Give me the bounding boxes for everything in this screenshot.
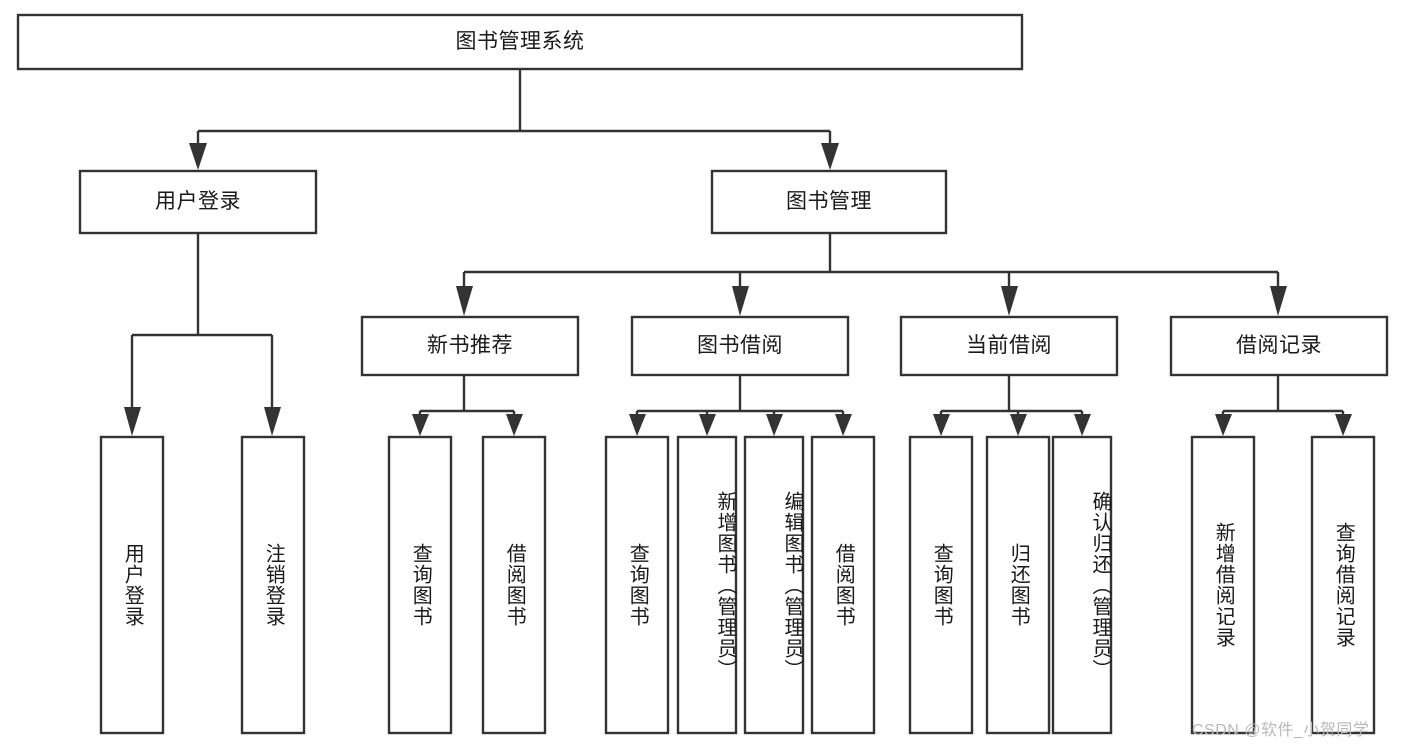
node-level2-box-0[interactable] (78, 169, 318, 235)
edges-bookborrow-to-leaves (629, 375, 852, 436)
node-leaf-box-7[interactable] (810, 435, 876, 735)
arrow-head-currentborrow-confirm (1074, 414, 1091, 436)
arrow-head-book-borrow (732, 286, 749, 316)
arrow-head-borrowrecord-query (1335, 414, 1352, 436)
node-leaf-box-8[interactable] (908, 435, 974, 735)
node-level3-box-2[interactable] (899, 315, 1119, 377)
edges-userlogin-to-leaves (124, 233, 281, 436)
node-leaf-box-10[interactable] (1051, 435, 1113, 735)
node-leaf-box-9[interactable] (985, 435, 1051, 735)
arrow-head-borrow-record (1270, 286, 1287, 316)
node-leaf-box-12[interactable] (1310, 435, 1376, 735)
node-leaf-box-5[interactable] (676, 435, 738, 735)
node-leaf-box-3[interactable] (481, 435, 547, 735)
arrow-head-new-book (456, 286, 473, 316)
edges-bookmanage-to-level3 (456, 233, 1287, 316)
edges-currentborrow-to-leaves (933, 375, 1091, 436)
node-leaf-box-6[interactable] (743, 435, 805, 735)
arrow-head-bookborrow-borrow (835, 414, 852, 436)
node-leaf-box-11[interactable] (1190, 435, 1256, 735)
edges-newbook-to-leaves (412, 375, 523, 436)
node-level3-box-3[interactable] (1169, 315, 1389, 377)
arrow-head-newbook-query (412, 414, 429, 436)
arrow-head-newbook-borrow (506, 414, 523, 436)
node-leaf-box-0[interactable] (99, 435, 165, 735)
arrow-head-borrowrecord-add (1215, 414, 1232, 436)
arrow-head-book-manage (821, 143, 839, 170)
arrow-head-user-login (189, 143, 207, 170)
node-leaf-box-2[interactable] (387, 435, 453, 735)
edges-root-to-level2 (189, 69, 839, 170)
node-root-box[interactable] (16, 13, 1024, 71)
arrow-head-bookborrow-add (699, 414, 716, 436)
arrow-head-leaf-logout (264, 407, 281, 436)
arrow-head-currentborrow-return (1010, 414, 1027, 436)
edges-borrowrecord-to-leaves (1215, 375, 1352, 436)
node-leaf-box-1[interactable] (240, 435, 306, 735)
arrow-head-leaf-user-login (124, 407, 141, 436)
node-level3-box-1[interactable] (630, 315, 850, 377)
arrow-head-bookborrow-edit (766, 414, 783, 436)
arrow-head-current-borrow (1001, 286, 1018, 316)
arrow-head-bookborrow-query (629, 414, 646, 436)
arrow-head-currentborrow-query (933, 414, 950, 436)
node-level2-box-1[interactable] (710, 169, 948, 235)
node-leaf-box-4[interactable] (604, 435, 670, 735)
node-level3-box-0[interactable] (360, 315, 580, 377)
